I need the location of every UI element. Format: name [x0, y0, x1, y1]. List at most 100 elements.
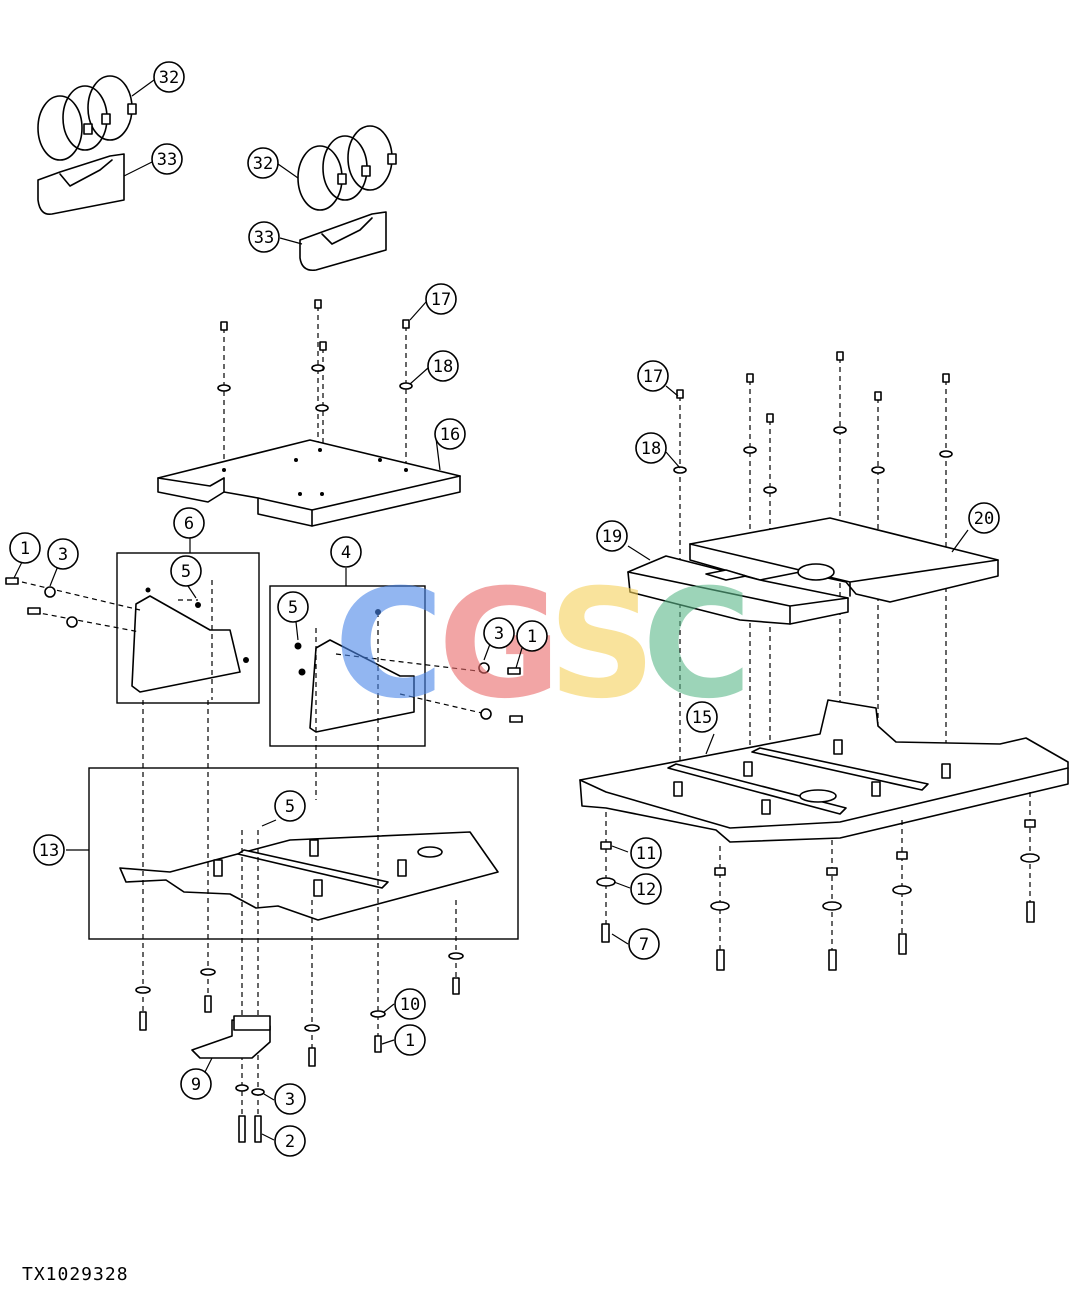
cover-plate-16 — [157, 439, 461, 527]
callout-label: 32 — [253, 154, 273, 174]
callout-label: 12 — [636, 880, 656, 900]
callout-circle — [274, 1083, 306, 1115]
callout-circle — [277, 591, 309, 623]
callout-15: 15 — [686, 701, 718, 733]
callout-label: 1 — [527, 627, 537, 647]
callout-label: 1 — [405, 1031, 415, 1051]
clamp-bracket-right — [299, 211, 387, 272]
callout-20: 20 — [968, 502, 1000, 534]
bolts-washers-left — [5, 577, 78, 628]
lower-right-fasteners — [596, 792, 1040, 971]
cover-plate-19 — [627, 555, 849, 625]
lower-left-fasteners — [135, 700, 464, 1143]
upper-left-fasteners — [217, 299, 413, 494]
callout-label: 13 — [39, 841, 59, 861]
callout-label: 6 — [184, 514, 194, 534]
callout-label: 3 — [58, 545, 68, 565]
callout-label: 1 — [20, 539, 30, 559]
callout-circle — [9, 532, 41, 564]
callout-label: 15 — [692, 708, 712, 728]
callout-1: 1 — [9, 532, 41, 564]
figure-id-label: TX1029328 — [22, 1264, 129, 1285]
callout-1: 1 — [516, 620, 548, 652]
callout-11: 11 — [630, 837, 662, 869]
callout-5: 5 — [277, 591, 309, 623]
callout-33: 33 — [151, 143, 183, 175]
hose-clamp-set-left — [37, 75, 137, 161]
callout-33: 33 — [248, 221, 280, 253]
callout-circle — [330, 536, 362, 568]
callout-circle — [394, 988, 426, 1020]
callout-circle — [637, 360, 669, 392]
callout-label: 7 — [639, 935, 649, 955]
callout-label: 33 — [254, 228, 274, 248]
callout-18: 18 — [635, 432, 667, 464]
callout-circle — [434, 418, 466, 450]
callout-3: 3 — [47, 538, 79, 570]
callout-2: 2 — [274, 1125, 306, 1157]
callout-label: 3 — [494, 624, 504, 644]
callout-3: 3 — [483, 617, 515, 649]
callout-3: 3 — [274, 1083, 306, 1115]
callout-circle — [47, 538, 79, 570]
callout-circle — [630, 837, 662, 869]
callout-5: 5 — [274, 790, 306, 822]
callout-label: 18 — [433, 357, 453, 377]
callout-label: 4 — [341, 543, 351, 563]
callout-circle — [635, 432, 667, 464]
callout-circle — [596, 520, 628, 552]
callout-label: 16 — [440, 425, 460, 445]
callout-circle — [180, 1068, 212, 1100]
hose-clamp-set-right — [297, 125, 397, 211]
callout-circle — [173, 507, 205, 539]
callout-5: 5 — [170, 555, 202, 587]
callout-label: 17 — [431, 290, 451, 310]
callout-label: 20 — [974, 509, 994, 529]
callout-19: 19 — [596, 520, 628, 552]
callout-label: 32 — [159, 68, 179, 88]
callout-circle — [630, 873, 662, 905]
callout-label: 5 — [288, 598, 298, 618]
callout-circle — [968, 502, 1000, 534]
bolts-washers-box4 — [478, 662, 523, 723]
callout-circle — [33, 834, 65, 866]
callout-18: 18 — [427, 350, 459, 382]
callout-12: 12 — [630, 873, 662, 905]
callout-label: 18 — [641, 439, 661, 459]
callout-label: 3 — [285, 1090, 295, 1110]
callout-32: 32 — [247, 147, 279, 179]
callout-16: 16 — [434, 418, 466, 450]
callout-4: 4 — [330, 536, 362, 568]
callout-label: 9 — [191, 1075, 201, 1095]
callout-32: 32 — [153, 61, 185, 93]
callout-circle — [427, 350, 459, 382]
callout-circle — [274, 1125, 306, 1157]
callout-circle — [248, 221, 280, 253]
callout-circle — [153, 61, 185, 93]
detail-box-13 — [88, 767, 519, 940]
base-plate-15 — [579, 699, 1069, 843]
callout-label: 5 — [285, 797, 295, 817]
callout-circle — [170, 555, 202, 587]
callout-13: 13 — [33, 834, 65, 866]
callout-1: 1 — [394, 1024, 426, 1056]
callout-circle — [394, 1024, 426, 1056]
callout-circle — [151, 143, 183, 175]
clamp-bracket-left — [37, 153, 125, 216]
callout-circle — [628, 928, 660, 960]
callout-label: 2 — [285, 1132, 295, 1152]
callout-label: 19 — [602, 527, 622, 547]
callout-label: 5 — [181, 562, 191, 582]
callout-17: 17 — [425, 283, 457, 315]
watermark-letter-1: C — [334, 558, 444, 732]
detail-box-4 — [269, 585, 487, 800]
callout-label: 33 — [157, 150, 177, 170]
callout-circle — [425, 283, 457, 315]
upper-right-fasteners — [673, 351, 953, 800]
callout-circle — [247, 147, 279, 179]
callout-10: 10 — [394, 988, 426, 1020]
callout-17: 17 — [637, 360, 669, 392]
watermark-letter-3: S — [548, 558, 656, 732]
